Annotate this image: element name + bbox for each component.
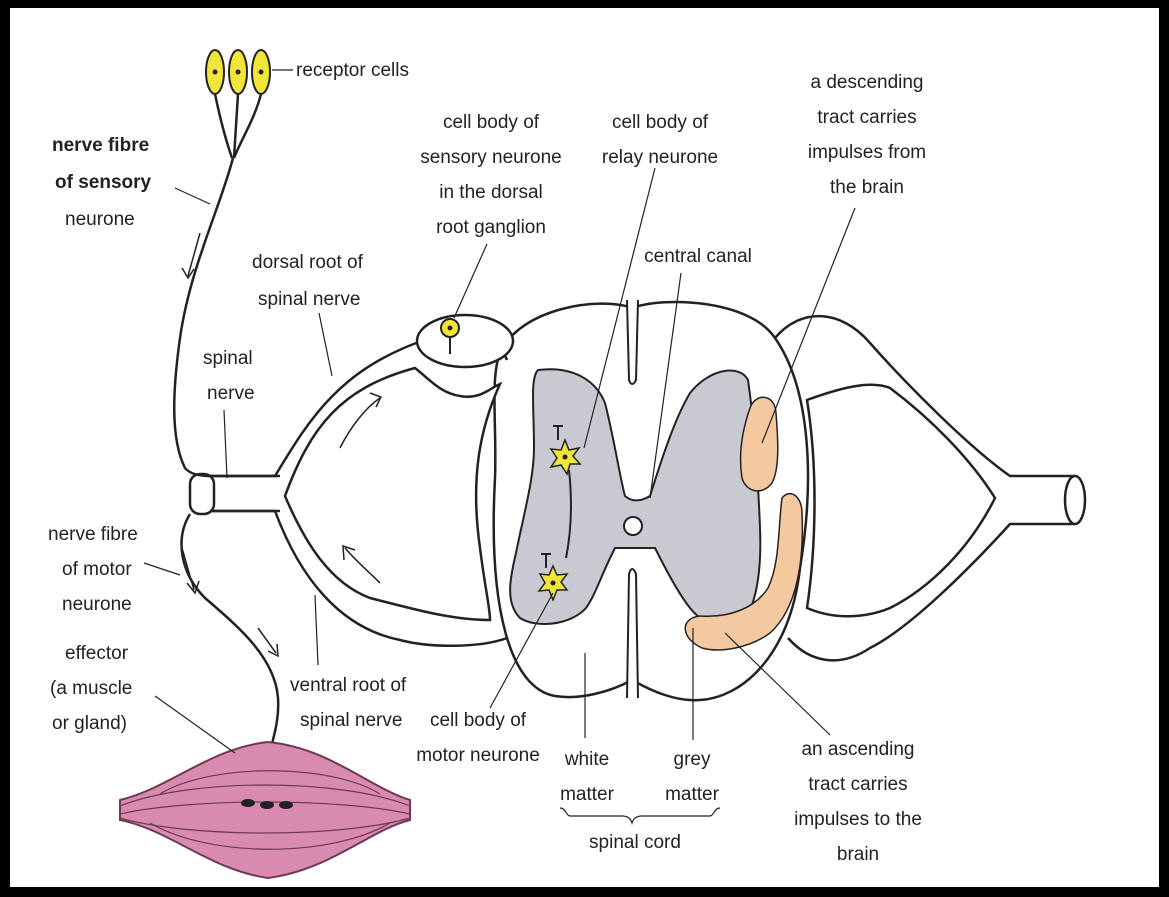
effector-muscle bbox=[120, 742, 410, 878]
label-grey-matter-1: grey bbox=[674, 749, 711, 770]
label-nerve-fibre-motor-2: of motor bbox=[62, 559, 132, 580]
label-dorsal-root-2: spinal nerve bbox=[258, 289, 360, 310]
label-descending-tract-3: impulses from bbox=[808, 142, 926, 163]
label-cell-body-sensory-4: root ganglion bbox=[436, 217, 546, 238]
label-receptor-cells: receptor cells bbox=[296, 60, 409, 81]
label-nerve-fibre-motor-1: nerve fibre bbox=[48, 524, 138, 545]
label-spinal-nerve-1: spinal bbox=[203, 348, 253, 369]
label-cell-body-sensory-1: cell body of bbox=[443, 112, 540, 133]
label-effector-2: (a muscle bbox=[50, 678, 132, 699]
label-ventral-root-1: ventral root of bbox=[290, 675, 407, 696]
receptor-cells bbox=[206, 50, 270, 94]
label-effector-3: or gland) bbox=[52, 713, 127, 734]
label-effector-1: effector bbox=[65, 643, 129, 664]
label-cell-body-motor-2: motor neurone bbox=[416, 745, 540, 766]
central-canal-hole bbox=[624, 517, 642, 535]
label-nerve-fibre-sensory-3: neurone bbox=[65, 209, 135, 230]
right-nerve-inner bbox=[807, 385, 995, 616]
label-nerve-fibre-sensory-2: of sensory bbox=[55, 172, 152, 193]
dorsal-root-ganglion bbox=[417, 315, 513, 367]
label-ascending-tract-2: tract carries bbox=[808, 774, 907, 795]
label-descending-tract-1: a descending bbox=[810, 72, 923, 93]
diagram-frame: receptor cells nerve fibre of sensory ne… bbox=[10, 8, 1159, 887]
label-cell-body-motor-1: cell body of bbox=[430, 710, 527, 731]
label-nerve-fibre-sensory-1: nerve fibre bbox=[52, 135, 149, 156]
right-spinal-nerve bbox=[775, 316, 1085, 660]
motor-arrows bbox=[182, 548, 278, 656]
spinal-cord bbox=[494, 300, 808, 700]
label-ascending-tract-1: an ascending bbox=[801, 739, 914, 760]
dorsal-fissure bbox=[627, 300, 638, 384]
label-central-canal: central canal bbox=[644, 246, 752, 267]
label-spinal-nerve-2: nerve bbox=[207, 383, 255, 404]
ventral-fissure bbox=[627, 569, 638, 698]
label-dorsal-root-1: dorsal root of bbox=[252, 252, 364, 273]
sensory-fibre bbox=[174, 94, 261, 476]
spinal-nerve-stub bbox=[190, 474, 214, 514]
label-cell-body-relay-2: relay neurone bbox=[602, 147, 718, 168]
label-cell-body-relay-1: cell body of bbox=[612, 112, 709, 133]
label-cell-body-sensory-2: sensory neurone bbox=[420, 147, 562, 168]
label-nerve-fibre-motor-3: neurone bbox=[62, 594, 132, 615]
label-ascending-tract-3: impulses to the bbox=[794, 809, 922, 830]
label-ventral-root-2: spinal nerve bbox=[300, 710, 402, 731]
label-grey-matter-2: matter bbox=[665, 784, 720, 805]
label-ascending-tract-4: brain bbox=[837, 844, 879, 865]
sensory-arrow bbox=[182, 233, 200, 278]
right-nerve-stub bbox=[1065, 476, 1085, 524]
label-white-matter-1: white bbox=[564, 749, 609, 770]
label-descending-tract-4: the brain bbox=[830, 177, 904, 198]
label-spinal-cord: spinal cord bbox=[589, 832, 681, 853]
label-cell-body-sensory-3: in the dorsal bbox=[439, 182, 543, 203]
label-descending-tract-2: tract carries bbox=[817, 107, 916, 128]
label-white-matter-2: matter bbox=[560, 784, 615, 805]
reflex-arc-diagram: receptor cells nerve fibre of sensory ne… bbox=[10, 8, 1159, 887]
left-nerve-inner bbox=[285, 368, 500, 620]
